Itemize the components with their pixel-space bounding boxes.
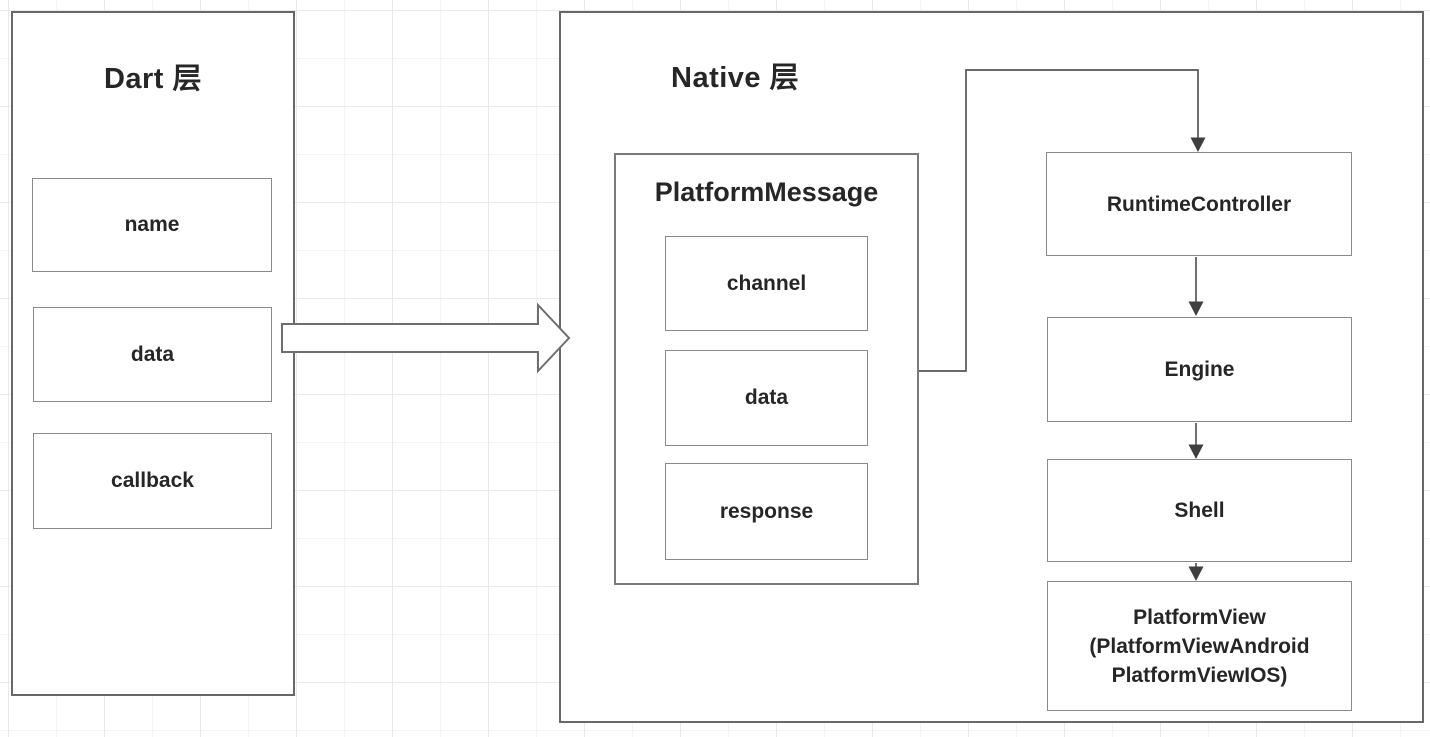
pipeline-shell-box: Shell <box>1047 459 1352 562</box>
pm-field-channel-label: channel <box>726 271 807 295</box>
pm-field-response-label: response <box>719 499 814 523</box>
dart-field-callback: callback <box>33 433 272 529</box>
pipeline-platformview-label-line1: PlatformView <box>1133 605 1266 629</box>
pm-field-channel: channel <box>665 236 868 331</box>
dart-layer-box: Dart 层 name data callback <box>11 11 295 696</box>
pipeline-platformview-box: PlatformView (PlatformViewAndroid Platfo… <box>1047 581 1352 711</box>
pipeline-engine-label: Engine <box>1164 358 1235 381</box>
dart-field-data-label: data <box>130 342 175 366</box>
pipeline-platformview-label-line2: (PlatformViewAndroid <box>1089 634 1310 658</box>
native-layer-title: Native 层 <box>671 62 800 94</box>
dart-field-data: data <box>33 307 272 402</box>
dart-field-name-label: name <box>124 213 180 236</box>
pipeline-platformview-label-line3: PlatformViewIOS) <box>1111 663 1288 687</box>
dart-to-native-arrow-icon <box>281 302 571 374</box>
pm-field-response: response <box>665 463 868 560</box>
dart-layer-title: Dart 层 <box>103 63 203 95</box>
pm-field-data: data <box>665 350 868 446</box>
platform-message-title: PlatformMessage <box>654 177 879 207</box>
pipeline-runtimecontroller-label: RuntimeController <box>1106 192 1292 216</box>
pipeline-runtimecontroller-box: RuntimeController <box>1046 152 1352 256</box>
native-layer-box: Native 层 PlatformMessage channel data re… <box>559 11 1424 723</box>
pm-field-data-label: data <box>744 386 789 409</box>
pipeline-engine-box: Engine <box>1047 317 1352 422</box>
dart-field-callback-label: callback <box>111 469 194 492</box>
pipeline-shell-label: Shell <box>1174 499 1225 522</box>
platform-message-box: PlatformMessage channel data response <box>614 153 919 585</box>
dart-field-name: name <box>32 178 272 272</box>
